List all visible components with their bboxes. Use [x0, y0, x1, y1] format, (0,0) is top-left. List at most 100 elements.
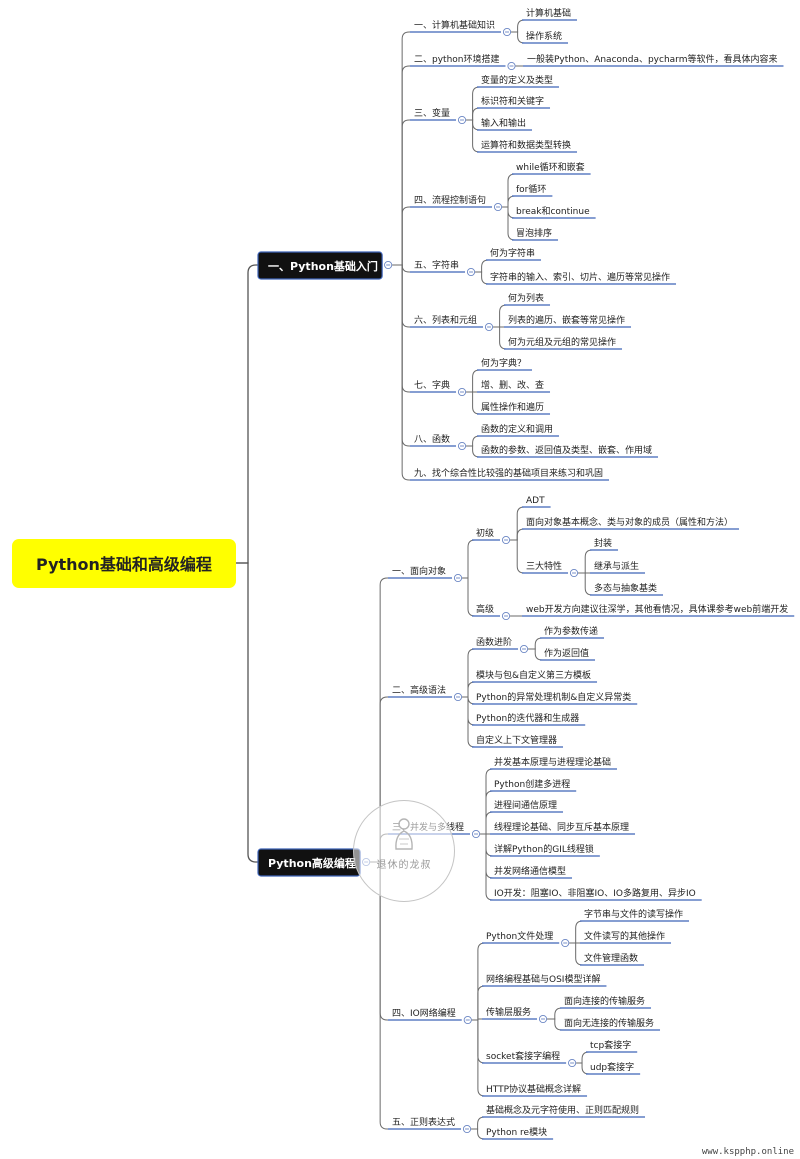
topic-node[interactable]: 增、删、改、查: [477, 379, 551, 393]
topic-node[interactable]: Python re模块: [482, 1126, 554, 1140]
collapse-toggle-icon[interactable]: [501, 611, 511, 621]
topic-node[interactable]: 线程理论基础、同步互斥基本原理: [490, 821, 636, 835]
topic-node[interactable]: 列表的遍历、嵌套等常见操作: [504, 314, 632, 328]
topic-node[interactable]: 变量的定义及类型: [477, 74, 560, 88]
collapse-toggle-icon[interactable]: [519, 644, 529, 654]
topic-node[interactable]: 封装: [590, 537, 619, 551]
topic-node[interactable]: 五、正则表达式: [388, 1116, 462, 1130]
collapse-toggle-icon[interactable]: [463, 1015, 472, 1025]
topic-node[interactable]: 冒泡排序: [512, 227, 559, 241]
topic-label: 函数的参数、返回值及类型、嵌套、作用域: [481, 444, 652, 456]
topic-node[interactable]: 三大特性: [522, 560, 569, 574]
topic-node[interactable]: 四、流程控制语句: [410, 194, 493, 208]
topic-node[interactable]: 模块与包&自定义第三方模板: [472, 669, 598, 683]
connector-line: [392, 206, 410, 266]
collapse-toggle-icon[interactable]: [569, 568, 579, 578]
topic-node[interactable]: IO开发：阻塞IO、非阻塞IO、IO多路复用、异步IO: [490, 887, 702, 901]
topic-label: 继承与派生: [594, 560, 639, 572]
collapse-toggle-icon[interactable]: [466, 267, 476, 277]
topic-node[interactable]: HTTP协议基础概念详解: [482, 1083, 588, 1097]
connector-line: [471, 1116, 485, 1130]
topic-node[interactable]: 并发网络通信模型: [490, 865, 573, 879]
topic-node[interactable]: socket套接字编程: [482, 1050, 567, 1064]
collapse-toggle-icon[interactable]: [457, 441, 467, 451]
topic-node[interactable]: 并发基本原理与进程理论基础: [490, 756, 618, 770]
topic-node[interactable]: Python创建多进程: [490, 778, 577, 792]
topic-node[interactable]: 基础概念及元字符使用、正则匹配规则: [482, 1104, 646, 1118]
collapse-toggle-icon[interactable]: [501, 535, 511, 545]
topic-node[interactable]: 一、面向对象: [388, 565, 453, 579]
topic-node[interactable]: 初级: [472, 527, 501, 541]
collapse-toggle-icon[interactable]: [453, 573, 463, 583]
topic-node[interactable]: 一般装Python、Anaconda、pycharm等软件，看具体内容来: [523, 53, 784, 67]
collapse-toggle-icon[interactable]: [457, 115, 467, 125]
topic-node[interactable]: 函数的参数、返回值及类型、嵌套、作用域: [477, 444, 659, 458]
topic-node[interactable]: 字符串的输入、索引、切片、遍历等常见操作: [486, 271, 677, 285]
topic-node[interactable]: 多态与抽象基类: [590, 582, 664, 596]
topic-node[interactable]: 传输层服务: [482, 1006, 538, 1020]
connector-line: [528, 648, 543, 661]
topic-node[interactable]: 操作系统: [522, 30, 569, 44]
collapse-toggle-icon[interactable]: [453, 692, 463, 702]
topic-node[interactable]: udp套接字: [586, 1061, 641, 1075]
topic-node[interactable]: while循环和嵌套: [512, 161, 591, 175]
topic-node[interactable]: 文件管理函数: [580, 952, 645, 966]
topic-node[interactable]: 函数的定义和调用: [477, 423, 560, 437]
topic-node[interactable]: 五、字符串: [410, 259, 466, 273]
collapse-toggle-icon[interactable]: [462, 1124, 472, 1134]
topic-node[interactable]: 字节串与文件的读写操作: [580, 908, 690, 922]
topic-node[interactable]: 二、高级语法: [388, 684, 453, 698]
collapse-toggle-icon[interactable]: [502, 27, 512, 37]
topic-node[interactable]: 标识符和关键字: [477, 95, 551, 109]
topic-node[interactable]: 运算符和数据类型转换: [477, 139, 578, 153]
topic-node[interactable]: 何为元组及元组的常见操作: [504, 336, 623, 350]
topic-node[interactable]: 继承与派生: [590, 560, 646, 574]
topic-node[interactable]: 六、列表和元组: [410, 314, 484, 328]
branch-topic[interactable]: Python高级编程: [257, 848, 361, 877]
topic-node[interactable]: Python的异常处理机制&自定义异常类: [472, 691, 638, 705]
topic-node[interactable]: 高级: [472, 603, 501, 617]
topic-node[interactable]: 面向无连接的传输服务: [560, 1017, 661, 1031]
topic-node[interactable]: 何为列表: [504, 292, 551, 306]
topic-node[interactable]: 面向连接的传输服务: [560, 995, 652, 1009]
topic-node[interactable]: 作为返回值: [540, 647, 596, 661]
topic-node[interactable]: 属性操作和遍历: [477, 401, 551, 415]
collapse-toggle-icon[interactable]: [538, 1014, 548, 1024]
topic-node[interactable]: 一、计算机基础知识: [410, 19, 502, 33]
topic-node[interactable]: 网络编程基础与OSI模型详解: [482, 973, 607, 987]
topic-node[interactable]: Python文件处理: [482, 930, 560, 944]
branch-topic[interactable]: 一、Python基础入门: [257, 251, 383, 280]
collapse-toggle-icon[interactable]: [561, 938, 570, 948]
topic-node[interactable]: 三、变量: [410, 107, 457, 121]
topic-node[interactable]: 何为字符串: [486, 247, 542, 261]
collapse-toggle-icon[interactable]: [493, 202, 503, 212]
topic-node[interactable]: tcp套接字: [586, 1039, 638, 1053]
topic-node[interactable]: 计算机基础: [522, 7, 578, 21]
topic-node[interactable]: for循环: [512, 183, 553, 197]
topic-node[interactable]: web开发方向建议往深学，其他看情况，具体课参考web前端开发: [522, 603, 795, 617]
topic-node[interactable]: 面向对象基本概念、类与对象的成员（属性和方法）: [522, 516, 740, 530]
topic-node[interactable]: 八、函数: [410, 433, 457, 447]
collapse-toggle-icon[interactable]: [471, 829, 481, 839]
collapse-toggle-icon[interactable]: [457, 387, 467, 397]
topic-node[interactable]: 进程间通信原理: [490, 799, 564, 813]
collapse-toggle-icon[interactable]: [384, 260, 393, 270]
collapse-toggle-icon[interactable]: [484, 322, 494, 332]
topic-node[interactable]: 七、字典: [410, 379, 457, 393]
collapse-toggle-icon[interactable]: [507, 61, 516, 71]
topic-node[interactable]: 九、找个综合性比较强的基础项目来练习和巩固: [410, 467, 610, 481]
topic-node[interactable]: 详解Python的GIL线程锁: [490, 843, 600, 857]
topic-node[interactable]: ADT: [522, 496, 551, 508]
root-topic[interactable]: Python基础和高级编程: [12, 539, 236, 588]
topic-node[interactable]: 四、IO网络编程: [388, 1007, 462, 1021]
topic-node[interactable]: 函数进阶: [472, 636, 519, 650]
topic-node[interactable]: 输入和输出: [477, 117, 533, 131]
topic-node[interactable]: 文件读写的其他操作: [580, 930, 672, 944]
collapse-toggle-icon[interactable]: [568, 1058, 577, 1068]
topic-node[interactable]: 作为参数传递: [540, 625, 605, 639]
topic-node[interactable]: 自定义上下文管理器: [472, 734, 564, 748]
topic-node[interactable]: 二、python环境搭建: [410, 53, 506, 67]
topic-node[interactable]: Python的迭代器和生成器: [472, 712, 586, 726]
topic-node[interactable]: 何为字典？: [477, 357, 533, 371]
topic-node[interactable]: break和continue: [512, 206, 596, 219]
